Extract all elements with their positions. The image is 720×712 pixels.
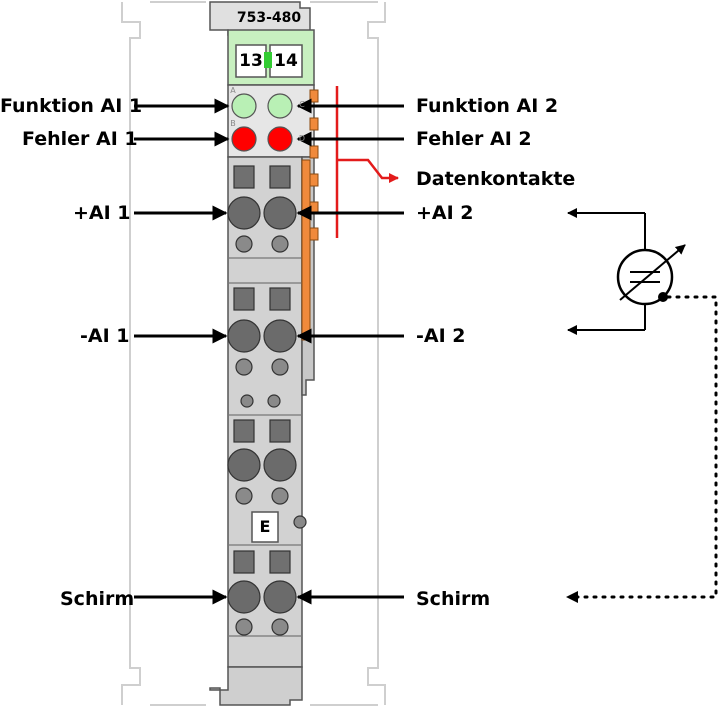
status-leds [231, 93, 293, 152]
label-schirm-left: Schirm [60, 588, 135, 610]
label-plus-ai2: +AI 2 [416, 202, 474, 224]
led-fehler-ai2 [267, 126, 293, 152]
led-letter-c: C [299, 100, 305, 109]
ground-marker-box [251, 511, 279, 543]
led-funktion-ai2 [267, 93, 293, 119]
label-arrows [134, 98, 404, 605]
led-letter-d: D [298, 134, 306, 143]
terminal-number-13: 13 [239, 51, 263, 71]
label-schirm-right: Schirm [416, 588, 491, 610]
label-fehler-ai2: Fehler AI 2 [416, 128, 532, 150]
terminal-number-boxes [235, 44, 303, 78]
sensor-circuit [566, 208, 718, 603]
part-number: 753-480 [236, 10, 302, 26]
ground-marker-label: E [259, 517, 271, 536]
label-datenkontakte: Datenkontakte [416, 168, 576, 190]
label-funktion-ai1: Funktion AI 1 [0, 95, 143, 117]
rail-outline [121, 1, 386, 706]
label-fehler-ai1: Fehler AI 1 [22, 128, 138, 150]
led-funktion-ai1 [231, 93, 257, 119]
label-minus-ai1: -AI 1 [80, 325, 130, 347]
bus-contacts [301, 89, 319, 341]
label-funktion-ai2: Funktion AI 2 [416, 95, 559, 117]
terminal-number-14: 14 [274, 51, 298, 71]
led-letter-a: A [230, 86, 236, 95]
led-letter-b: B [230, 119, 236, 128]
terminal-sockets [227, 165, 307, 636]
label-minus-ai2: -AI 2 [416, 325, 466, 347]
sensor-symbol [616, 248, 674, 306]
label-plus-ai1: +AI 1 [73, 202, 131, 224]
led-fehler-ai1 [231, 126, 257, 152]
data-contact-signal [335, 86, 399, 238]
